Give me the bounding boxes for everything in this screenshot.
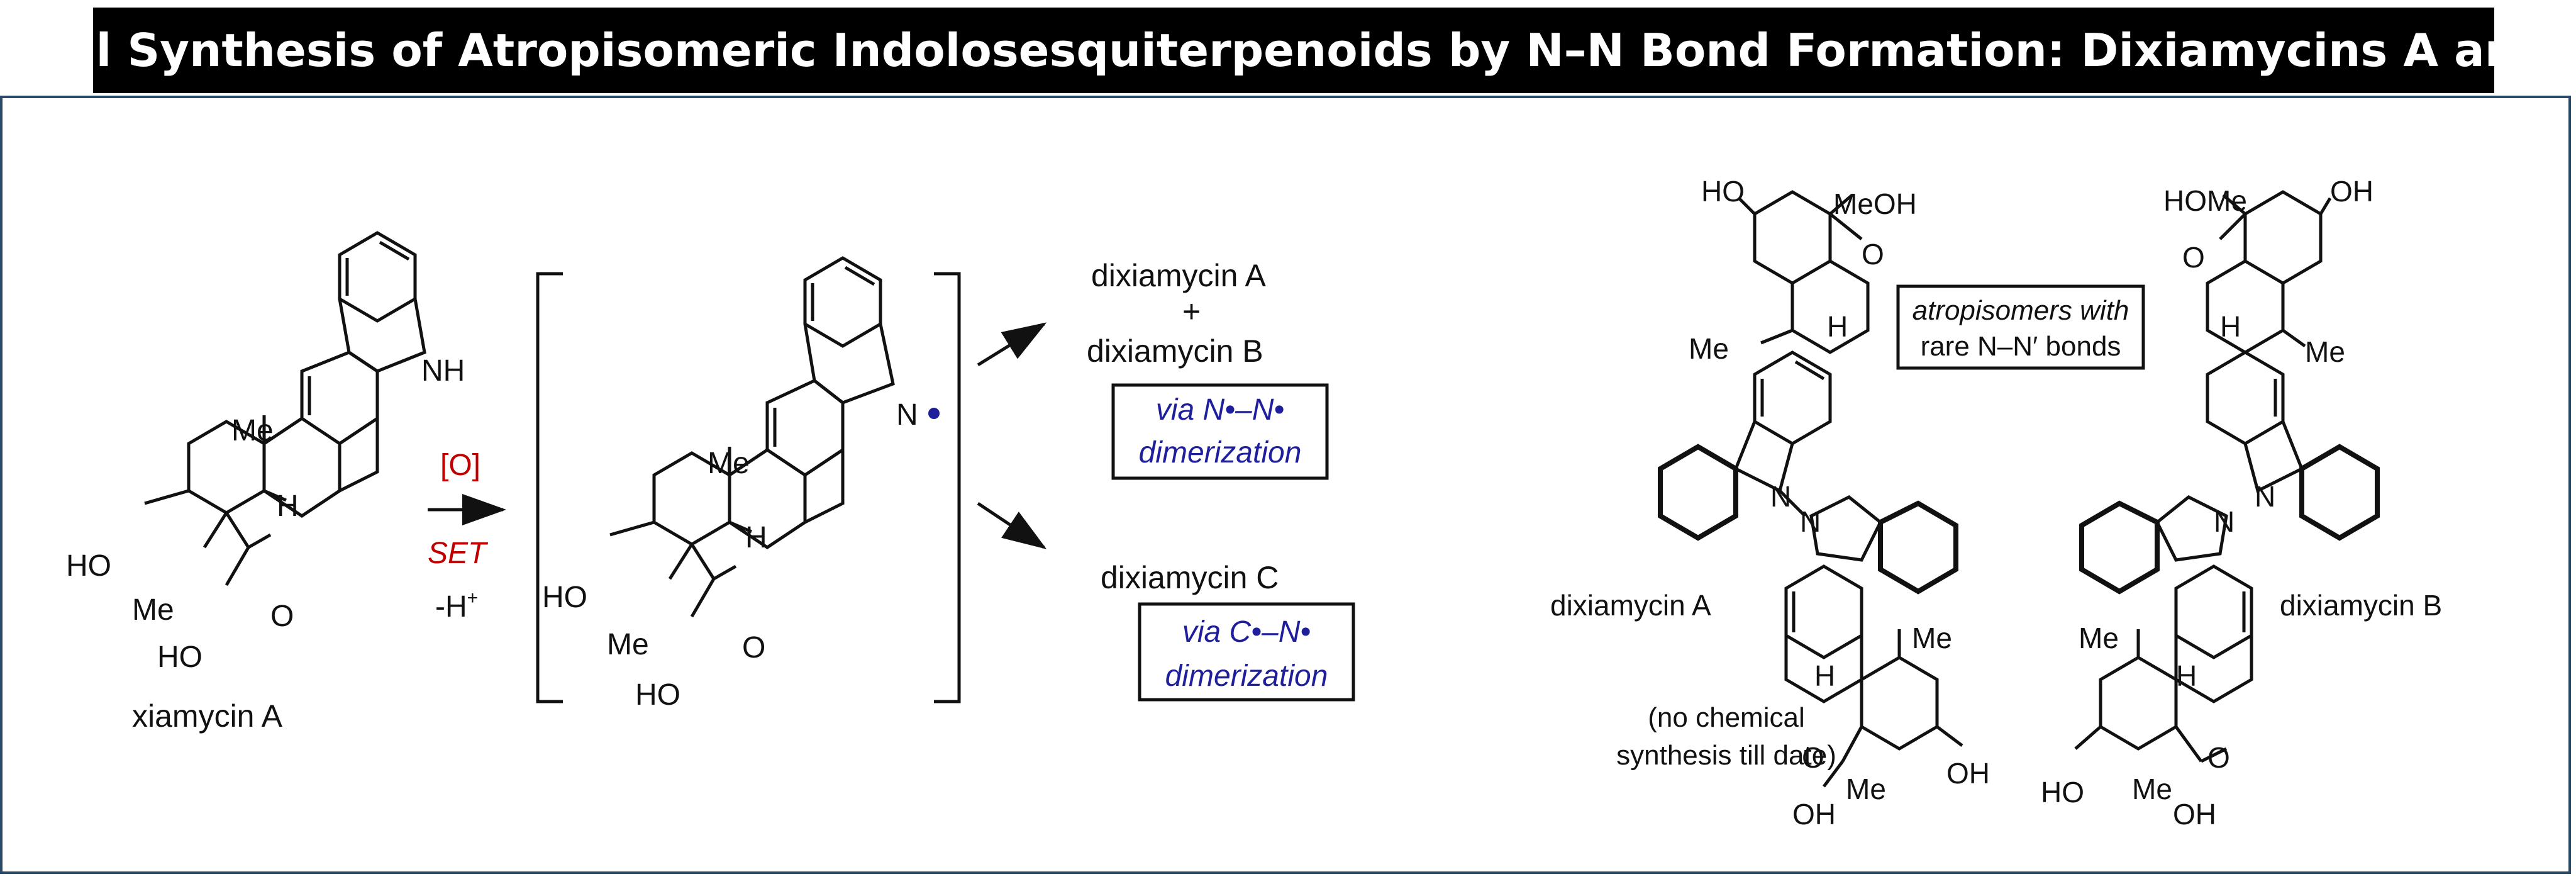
arrow-to-c [977,501,1047,549]
xiamycin-a-label: xiamycin A [132,698,283,734]
central-ring [300,350,379,446]
right-bracket [934,272,961,703]
dxa-ho: HO [1701,175,1745,208]
dxb-o: O [2182,241,2205,274]
radical-dot [928,408,940,419]
set-label: SET [428,537,489,570]
dxb-n2: N [2214,505,2235,538]
plus-sign: + [1182,294,1201,329]
via-cn-line2: dimerization [1165,659,1328,693]
via-nn-line2: dimerization [1139,436,1302,469]
int-h-label: H [745,521,767,554]
dxb-n1: N [2255,480,2275,513]
dxa-o2: O [1802,741,1824,774]
dxb-h: H [2220,310,2241,343]
dxb-oh: OH [2330,175,2373,208]
arrow-to-ab [977,322,1047,367]
page-title: Total Synthesis of Atropisomeric Indolos… [0,24,2576,77]
dxa-n1: N [1770,480,1791,513]
dixiamycin-b-label: dixiamycin B [2280,589,2442,622]
ho-label: HO [66,549,111,583]
nh-label: NH [421,354,465,388]
int-ho-label: HO [542,581,587,614]
dxa-n2: N [1800,505,1821,538]
h-label: H [277,490,299,523]
dxa-h: H [1827,310,1848,343]
me2-label: Me [132,593,174,627]
note-line1: atropisomers with [1913,295,2129,326]
content-frame [0,96,2571,874]
dxb-oh2: OH [2173,798,2216,831]
dxb-homee: HOMe [2163,184,2247,217]
benzene-ring [338,231,417,323]
dxb-me: Me [2305,335,2345,368]
dixiamycin-a-label: dixiamycin A [1550,589,1711,622]
minus-h-label: -H+ [435,588,478,624]
via-cn-box [1138,602,1355,702]
dxa-oh: OH [1946,757,1990,790]
int-ho2-label: HO [635,678,680,712]
no-synthesis-line1: (no chemical [1648,702,1804,733]
dxa-oh2: OH [1792,798,1836,831]
dxb-ho: HO [2041,776,2084,809]
dxb-me2: Me [2079,622,2119,654]
product-bottom: dixiamycin C [1101,560,1279,595]
title-bar: Total Synthesis of Atropisomeric Indolos… [0,8,2576,93]
xiamycin-a-structure [144,231,426,586]
radical-intermediate [536,256,961,703]
atropisomer-note-box [1896,284,2145,370]
dxa-o: O [1862,238,1884,271]
dxa-h2: H [1814,659,1835,692]
ho2-label: HO [157,641,203,674]
dxa-me3: Me [1846,773,1886,805]
dxb-h2: H [2176,659,2197,692]
via-cn-line1: via C•–N• [1182,615,1311,649]
oxidant-label: [O] [440,449,480,482]
dixiamycin-a-structure [1658,190,1963,788]
me-label: Me [231,414,274,447]
via-nn-box [1111,383,1329,480]
int-o-label: O [742,631,765,664]
dxa-meoh: MeOH [1833,188,1917,220]
via-nn-line1: via N•–N• [1156,393,1284,427]
dxa-me2: Me [1912,622,1952,654]
dixiamycin-b-structure [2074,190,2380,763]
note-line2: rare N–N′ bonds [1921,331,2121,362]
no-synthesis-line2: synthesis till date) [1616,740,1836,771]
product-top-line1: dixiamycin A [1091,258,1267,293]
left-bracket [536,272,563,703]
int-me-label: Me [708,447,750,480]
n-label: N [896,398,918,432]
dxa-me: Me [1689,332,1729,365]
int-me2-label: Me [607,628,649,661]
o-label: O [270,600,294,633]
dxb-o2: O [2207,741,2230,774]
dxb-me3: Me [2132,773,2172,805]
product-top-line2: dixiamycin B [1087,333,1263,369]
